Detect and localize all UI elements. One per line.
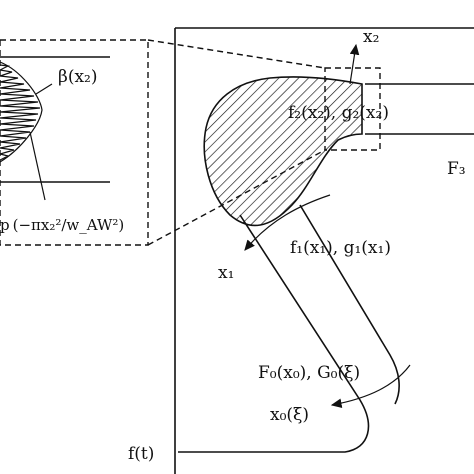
- label-F3: F₃: [447, 159, 466, 179]
- x0-axis-curve: [330, 364, 411, 408]
- label-F0-G0: F₀(x₀), G₀(ξ): [258, 363, 360, 383]
- label-beta-x2: β(x₂): [58, 67, 98, 87]
- label-exp-expression: p (−πx₂²/w_AW²): [0, 216, 124, 234]
- label-x2: x₂: [363, 27, 379, 47]
- label-f2-g2: f₂(x₂), g₂(x₂): [288, 103, 389, 123]
- inset-oscillating-profile: [0, 64, 41, 161]
- hatched-transition-region: [203, 76, 363, 227]
- inset-gaussian-envelope: [0, 61, 43, 163]
- label-f-t: f(t): [128, 444, 154, 464]
- x1-axis-curve: [244, 194, 331, 251]
- exp-pointer-line: [29, 131, 46, 201]
- outer-domain-boundary: [174, 27, 474, 474]
- beta-pointer-line: [35, 83, 53, 95]
- label-x1: x₁: [218, 263, 234, 283]
- zoom-connector-bottom: [147, 149, 326, 246]
- inset-frame: [0, 39, 149, 246]
- zoom-region-box: [324, 67, 381, 151]
- x2-axis-arrow: [349, 43, 360, 85]
- label-x0-xi: x₀(ξ): [270, 405, 309, 425]
- diagonal-channel-left-wall: [178, 214, 370, 453]
- label-f1-g1: f₁(x₁), g₁(x₁): [290, 238, 391, 258]
